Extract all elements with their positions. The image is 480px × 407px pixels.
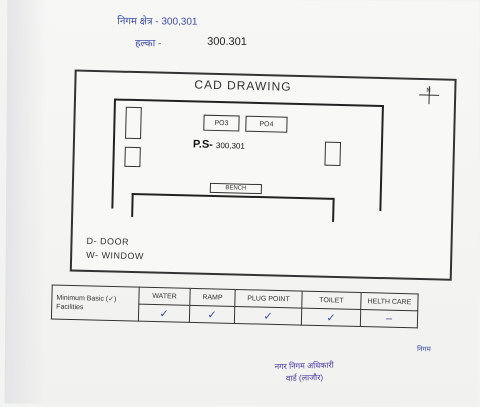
col-toilet: TOILET (302, 291, 361, 309)
fixture-left-top (125, 107, 142, 139)
col-water: WATER (139, 287, 190, 305)
facilities-table: Minimum Basic (✓) Facilities WATER RAMP … (51, 284, 419, 328)
col-ramp: RAMP (190, 288, 235, 306)
value-plug-point: ✓ (234, 306, 301, 325)
bench-left (131, 193, 133, 217)
col-plug-point: PLUG POINT (235, 289, 302, 308)
value-toilet: ✓ (301, 308, 360, 326)
svg-text:N: N (426, 87, 431, 94)
official-stamp: नगर निगम अधिकारी वार्ड (लाजौर) (274, 360, 334, 386)
room-po4: PO4 (245, 116, 287, 133)
left-wall (111, 98, 116, 208)
legend-window: W- WINDOW (86, 250, 144, 261)
header-line-1: निगम क्षेत्र - 300,301 (117, 13, 197, 28)
header-line-2-value: 300.301 (207, 36, 247, 48)
ps-label: P.S- 300,301 (193, 138, 245, 151)
value-water: ✓ (138, 304, 189, 322)
col-health-care: HELTH CARE (361, 293, 418, 311)
value-ramp: ✓ (189, 305, 234, 323)
ps-value: 300,301 (216, 141, 245, 151)
value-health-care: – (360, 310, 417, 328)
right-wall (379, 105, 384, 211)
ps-prefix: P.S- (193, 138, 213, 150)
drawing-title: CAD DRAWING (194, 77, 292, 93)
stamp-line-2: वार्ड (लाजौर) (275, 372, 334, 386)
header-line-2-label: हल्का - (135, 35, 161, 49)
bench-right (332, 198, 334, 222)
bench-line (132, 193, 334, 199)
stamp-line-1: नगर निगम अधिकारी (274, 360, 333, 374)
cad-drawing: CAD DRAWING N BENCH PO3 PO4 P.S- 300,301… (70, 70, 457, 281)
signature-note: निगम (417, 345, 431, 354)
fixture-left-mid (124, 147, 140, 167)
north-arrow-icon: N (416, 84, 443, 107)
legend-door: D- DOOR (86, 236, 129, 247)
bench-label: BENCH (210, 183, 262, 194)
document-sheet: निगम क्षेत्र - 300,301 हल्का - 300.301 C… (5, 0, 480, 407)
top-wall (114, 98, 384, 107)
page-shadow (5, 0, 48, 404)
room-po3: PO3 (203, 115, 239, 132)
facilities-row-label: Minimum Basic (✓) Facilities (51, 285, 139, 321)
fixture-right (324, 142, 341, 166)
